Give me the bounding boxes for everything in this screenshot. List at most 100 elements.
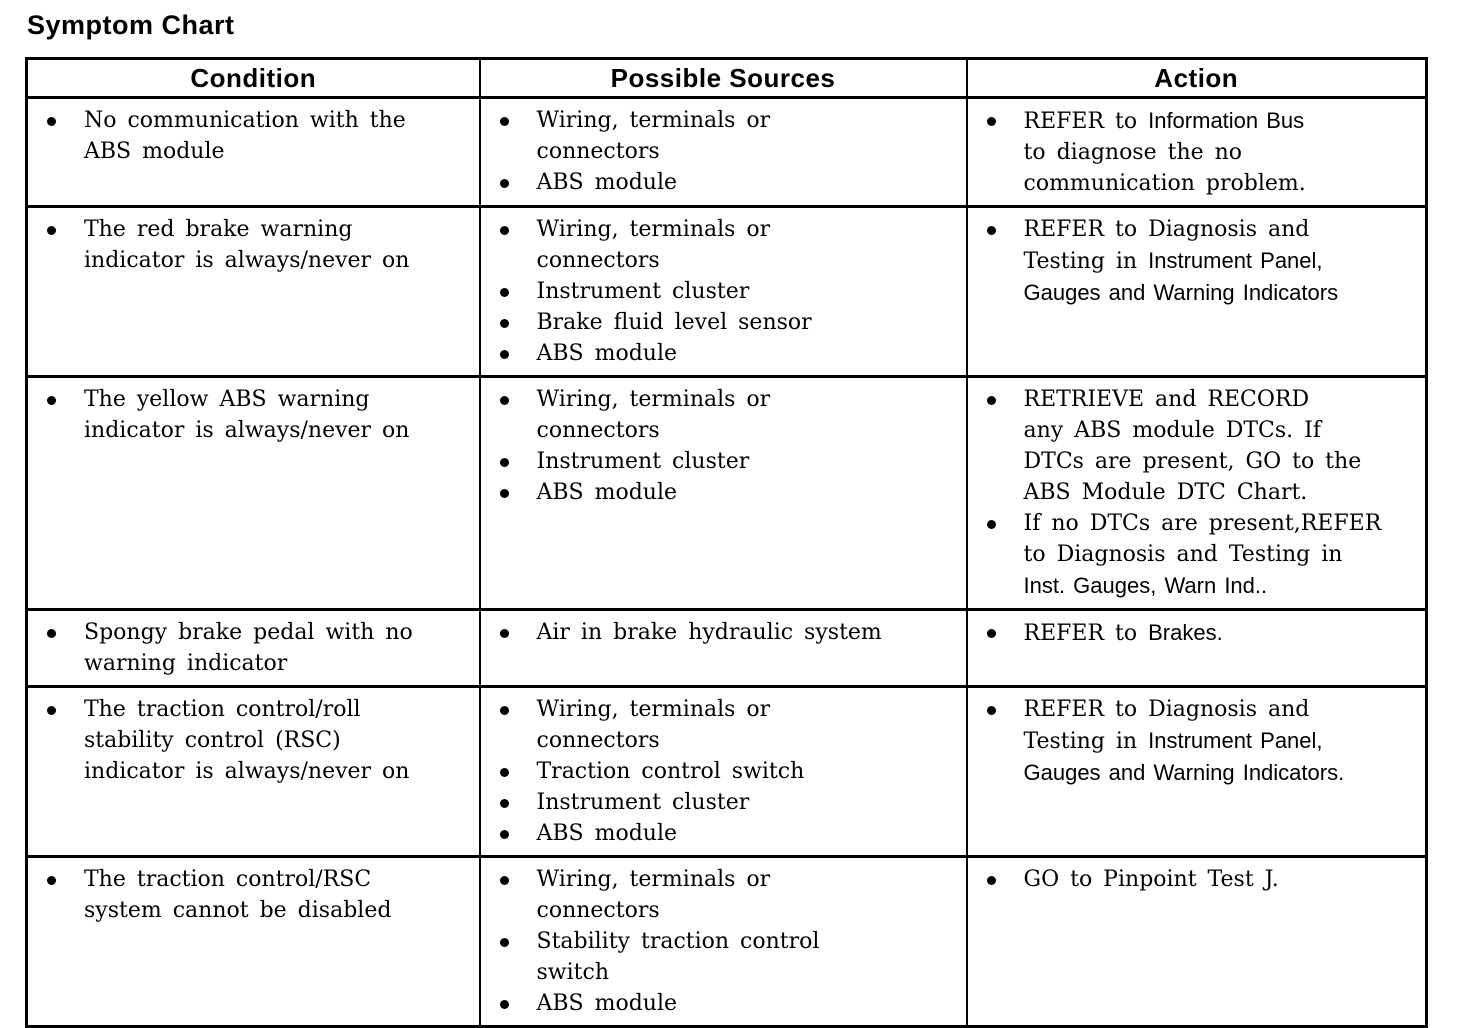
text-segment: The traction control/roll stability cont… — [84, 697, 410, 784]
item-text: Instrument cluster — [537, 790, 750, 815]
bullet-icon — [499, 876, 509, 885]
sources-cell: Air in brake hydraulic system — [478, 608, 968, 688]
text-segment-sans: Brakes. — [1148, 620, 1223, 645]
bullet-list: REFER to Information Bus to diagnose the… — [968, 105, 1418, 199]
bullet-list: The red brake warning indicator is alway… — [28, 214, 471, 276]
text-segment: REFER to Diagnosis and Testing in — [1023, 697, 1310, 754]
item-text: The yellow ABS warning indicator is alwa… — [84, 387, 409, 443]
bullet-item: Stability traction control switch — [481, 926, 958, 988]
item-text: If no DTCs are present,REFER to Diagnosi… — [1024, 511, 1382, 599]
bullet-icon — [986, 629, 996, 638]
text-segment: Wiring, terminals or connectors — [536, 387, 771, 443]
table-row: The red brake warning indicator is alway… — [25, 205, 1428, 378]
bullet-icon — [47, 706, 56, 715]
bullet-item: Instrument cluster — [481, 787, 958, 818]
text-segment: REFER to — [1023, 109, 1149, 134]
bullet-item: Wiring, terminals or connectors — [481, 864, 958, 926]
condition-cell: No communication with the ABS module — [25, 96, 481, 208]
bullet-icon — [47, 226, 56, 235]
bullet-item: Wiring, terminals or connectors — [481, 214, 958, 276]
text-segment: No communication with the ABS module — [84, 108, 406, 164]
action-cell: REFER to Brakes. — [965, 608, 1428, 688]
text-segment: Wiring, terminals or connectors — [536, 108, 771, 164]
bullet-icon — [499, 938, 509, 947]
item-text: Stability traction control switch — [537, 929, 820, 985]
bullet-icon — [986, 876, 996, 885]
item-text: RETRIEVE and RECORD any ABS module DTCs.… — [1024, 387, 1362, 505]
bullet-item: The traction control/roll stability cont… — [28, 694, 471, 787]
bullet-item: Spongy brake pedal with no warning indic… — [28, 617, 471, 679]
text-segment-sans: Instrument Panel, Gauges and Warning Ind… — [1023, 248, 1339, 305]
column-header-action: Action — [965, 57, 1428, 99]
text-segment: Spongy brake pedal with no warning indic… — [84, 620, 413, 676]
bullet-item: The yellow ABS warning indicator is alwa… — [28, 384, 471, 446]
bullet-item: Wiring, terminals or connectors — [481, 384, 958, 446]
item-text: ABS module — [537, 821, 678, 846]
text-segment: Air in brake hydraulic system — [536, 620, 882, 645]
item-text: Air in brake hydraulic system — [537, 620, 882, 645]
text-segment-sans: Inst. Gauges, Warn Ind.. — [1023, 573, 1268, 598]
bullet-icon — [986, 706, 996, 715]
page-title: Symptom Chart — [27, 10, 235, 40]
text-segment: GO to Pinpoint Test J. — [1023, 867, 1279, 892]
text-segment: ABS module — [536, 480, 678, 505]
text-segment-sans: Information Bus — [1148, 108, 1305, 133]
item-text: REFER to Diagnosis and Testing in Instru… — [1024, 217, 1339, 306]
item-text: Spongy brake pedal with no warning indic… — [84, 620, 413, 676]
bullet-item: Traction control switch — [481, 756, 958, 787]
text-segment: ABS module — [536, 991, 678, 1016]
bullet-icon — [499, 179, 509, 188]
bullet-item: No communication with the ABS module — [28, 105, 471, 167]
column-header-possible-sources: Possible Sources — [478, 57, 968, 99]
bullet-icon — [986, 226, 996, 235]
bullet-item: REFER to Information Bus to diagnose the… — [968, 105, 1418, 199]
column-header-condition: Condition — [25, 57, 481, 99]
bullet-item: ABS module — [481, 988, 958, 1019]
action-cell: REFER to Information Bus to diagnose the… — [965, 96, 1428, 208]
bullet-item: Instrument cluster — [481, 446, 958, 477]
bullet-item: Brake fluid level sensor — [481, 307, 958, 338]
bullet-list: REFER to Diagnosis and Testing in Instru… — [968, 694, 1418, 789]
bullet-icon — [499, 458, 509, 467]
text-segment: ABS module — [536, 170, 678, 195]
item-text: Brake fluid level sensor — [537, 310, 812, 335]
item-text: Wiring, terminals or connectors — [537, 387, 771, 443]
text-segment: RETRIEVE and RECORD any ABS module DTCs.… — [1023, 387, 1362, 505]
item-text: Instrument cluster — [537, 279, 750, 304]
bullet-icon — [47, 629, 56, 638]
text-segment: The red brake warning indicator is alway… — [84, 217, 410, 273]
bullet-item: The traction control/RSC system cannot b… — [28, 864, 471, 926]
condition-cell: The yellow ABS warning indicator is alwa… — [25, 375, 481, 611]
item-text: Wiring, terminals or connectors — [537, 867, 771, 923]
item-text: Instrument cluster — [537, 449, 750, 474]
bullet-item: REFER to Brakes. — [968, 617, 1418, 649]
item-text: Wiring, terminals or connectors — [537, 697, 771, 753]
bullet-icon — [499, 629, 509, 638]
table-row: Spongy brake pedal with no warning indic… — [25, 608, 1428, 688]
bullet-icon — [47, 396, 56, 405]
bullet-icon — [499, 396, 509, 405]
item-text: Wiring, terminals or connectors — [537, 217, 771, 273]
item-text: REFER to Diagnosis and Testing in Instru… — [1024, 697, 1345, 786]
text-segment: The yellow ABS warning indicator is alwa… — [84, 387, 410, 443]
bullet-icon — [499, 319, 509, 328]
action-cell: REFER to Diagnosis and Testing in Instru… — [965, 205, 1428, 378]
table-row: No communication with the ABS module Wiri… — [25, 96, 1428, 208]
bullet-icon — [499, 706, 509, 715]
text-segment: Brake fluid level sensor — [536, 310, 812, 335]
item-text: REFER to Brakes. — [1024, 620, 1223, 646]
bullet-item: REFER to Diagnosis and Testing in Instru… — [968, 694, 1418, 789]
condition-cell: The traction control/RSC system cannot b… — [25, 855, 481, 1028]
bullet-item: REFER to Diagnosis and Testing in Instru… — [968, 214, 1418, 309]
item-text: Traction control switch — [537, 759, 805, 784]
bullet-item: If no DTCs are present,REFER to Diagnosi… — [968, 508, 1418, 602]
header-row: Condition Possible Sources Action — [25, 57, 1428, 99]
table-row: The traction control/roll stability cont… — [25, 685, 1428, 858]
bullet-item: Wiring, terminals or connectors — [481, 694, 958, 756]
bullet-list: No communication with the ABS module — [28, 105, 471, 167]
text-segment: Stability traction control switch — [536, 929, 820, 985]
